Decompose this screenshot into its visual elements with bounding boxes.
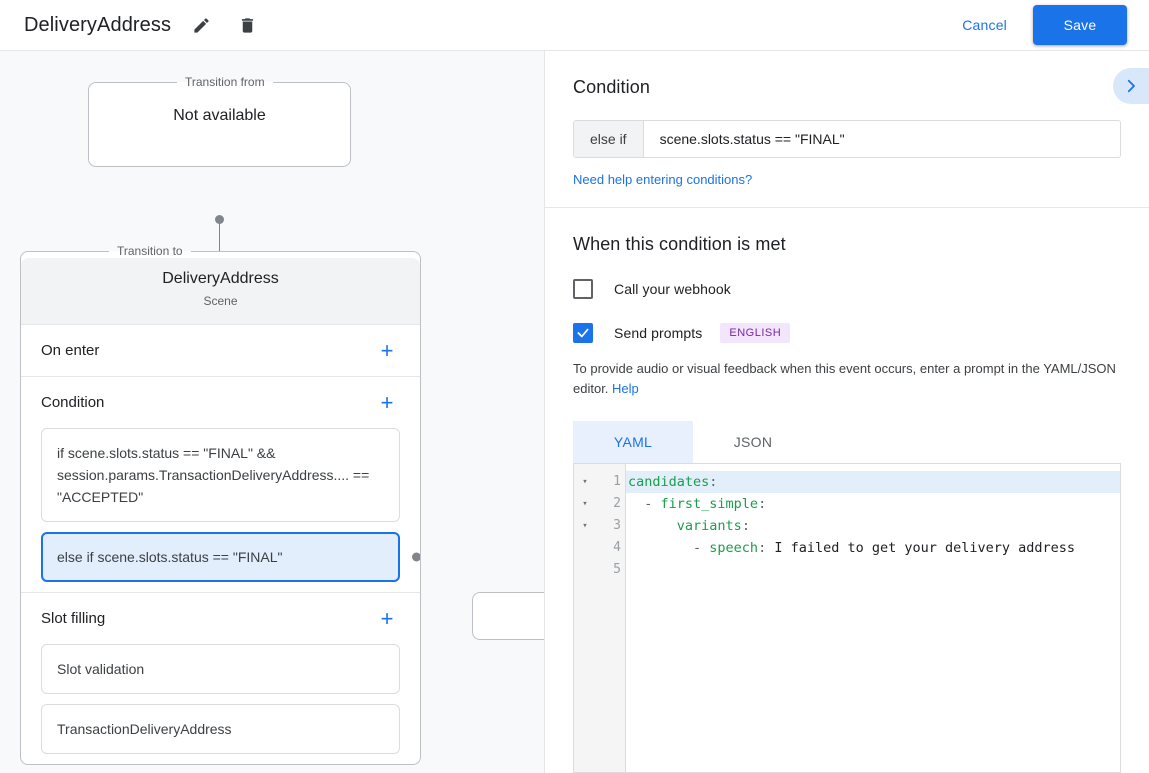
editor-line-numbers: 1 2 3 4 5 [596,464,626,772]
webhook-checkbox[interactable] [573,279,593,299]
add-slot-button[interactable]: + [380,605,394,631]
panel-condition-heading: Condition [573,77,650,97]
transition-to-node[interactable]: Transition to DeliveryAddress Scene On e… [20,244,421,765]
chevron-right-icon[interactable] [1113,68,1149,104]
transition-to-legend: Transition to [117,244,183,258]
scene-card-header: DeliveryAddress Scene [21,258,420,325]
slot-item-validation[interactable]: Slot validation [41,644,400,694]
chevron-right-icon-glyph [1127,79,1135,93]
transition-from-node[interactable]: Transition from Not available [88,75,351,167]
condition-item-selected[interactable]: else if scene.slots.status == "FINAL" [41,532,420,582]
check-icon [577,328,589,338]
webhook-checkbox-label: Call your webhook [614,281,731,297]
section-condition: Condition + if scene.slots.status == "FI… [21,377,420,593]
condition-expression-input[interactable] [643,121,1120,157]
code-token: I failed to get your delivery address [774,540,1076,556]
transition-from-legend: Transition from [185,75,265,89]
scene-subtitle: Scene [203,294,238,308]
fold-toggle-icon[interactable]: ▾ [582,521,588,531]
trash-icon[interactable] [231,9,263,41]
line-number: 4 [613,540,621,555]
send-prompts-help-link[interactable]: Help [612,381,639,396]
panel-condition-block: Condition else if Need help entering con… [545,51,1149,208]
send-prompts-checkbox-row[interactable]: Send prompts ENGLISH [573,323,1121,343]
yaml-code-editor[interactable]: ▾ ▾ ▾ 1 2 3 4 5 candidates: - first_simple: va… [573,463,1121,773]
transition-target-card[interactable] [472,592,544,640]
app-header: DeliveryAddress Cancel Save [0,0,1149,51]
line-number: 3 [613,518,621,533]
condition-output-dot [412,552,420,562]
code-token: : [709,474,718,490]
page-title: DeliveryAddress [24,13,172,36]
scene-name: DeliveryAddress [162,270,279,287]
code-line[interactable] [626,559,1120,581]
connector-line [219,220,220,262]
trash-icon-glyph [241,17,253,33]
editor-code-area[interactable]: candidates: - first_simple: variants: - … [626,464,1120,772]
code-line[interactable]: - first_simple: [626,493,1120,515]
language-badge: ENGLISH [720,323,791,343]
main-body: Transition from Not available Transition… [0,51,1149,773]
line-number: 5 [613,562,621,577]
editor-fold-gutter[interactable]: ▾ ▾ ▾ [574,464,596,772]
section-title-on-enter: On enter [41,342,100,359]
code-line[interactable]: variants: [626,515,1120,537]
code-token: first_simple [660,496,759,512]
send-prompts-checkbox-label: Send prompts [614,325,703,341]
scene-graph-canvas[interactable]: Transition from Not available Transition… [0,51,545,773]
pencil-icon[interactable] [185,9,217,41]
send-prompts-checkbox[interactable] [573,323,593,343]
condition-item[interactable]: if scene.slots.status == "FINAL" && sess… [41,428,400,522]
code-token: : [758,540,775,556]
details-panel: Condition else if Need help entering con… [545,51,1149,773]
section-header: Slot filling + [41,593,400,644]
line-number: 1 [613,474,621,489]
send-prompts-description: To provide audio or visual feedback when… [573,359,1121,399]
line-number: 2 [613,496,621,511]
section-title-slot-filling: Slot filling [41,610,106,627]
pencil-icon-glyph [193,17,209,33]
fold-toggle-icon[interactable]: ▾ [582,499,588,509]
code-token: - [628,540,710,556]
save-button[interactable]: Save [1033,5,1127,45]
cancel-button[interactable]: Cancel [948,8,1021,42]
fold-toggle-icon[interactable]: ▾ [582,477,588,487]
when-met-heading: When this condition is met [573,234,786,254]
fold-spacer [574,559,596,581]
section-header: On enter + [41,325,400,376]
editor-format-tabs: YAML JSON [573,421,1121,463]
tab-json[interactable]: JSON [733,434,773,450]
condition-expression-row: else if [573,120,1121,158]
fold-spacer [574,537,596,559]
section-slot-filling: Slot filling + Slot validation Transacti… [21,593,420,754]
panel-when-met-block: When this condition is met Call your web… [545,208,1149,773]
tab-yaml[interactable]: YAML [573,421,693,463]
code-token: : [741,518,750,534]
code-line[interactable]: candidates: [626,471,1120,493]
transition-from-title: Not available [173,107,266,124]
code-token: variants [676,518,742,534]
condition-item-label: else if scene.slots.status == "FINAL" [57,549,283,565]
slot-item-transaction-delivery-address[interactable]: TransactionDeliveryAddress [41,704,400,754]
condition-help-link[interactable]: Need help entering conditions? [573,172,753,187]
code-token: candidates [628,474,710,490]
add-on-enter-button[interactable]: + [380,337,394,363]
code-token [628,518,677,534]
connector-dot [215,215,224,224]
code-token: - [628,496,661,512]
send-prompts-description-text: To provide audio or visual feedback when… [573,361,1116,396]
section-header: Condition + [41,377,400,428]
code-line[interactable]: - speech: I failed to get your delivery … [626,537,1120,559]
webhook-checkbox-row[interactable]: Call your webhook [573,279,1121,299]
add-condition-button[interactable]: + [380,389,394,415]
code-token: : [758,496,767,512]
section-on-enter: On enter + [21,325,420,377]
condition-output-line [420,557,421,558]
code-token: speech [709,540,759,556]
condition-operator: else if [574,121,644,157]
section-title-condition: Condition [41,394,105,411]
